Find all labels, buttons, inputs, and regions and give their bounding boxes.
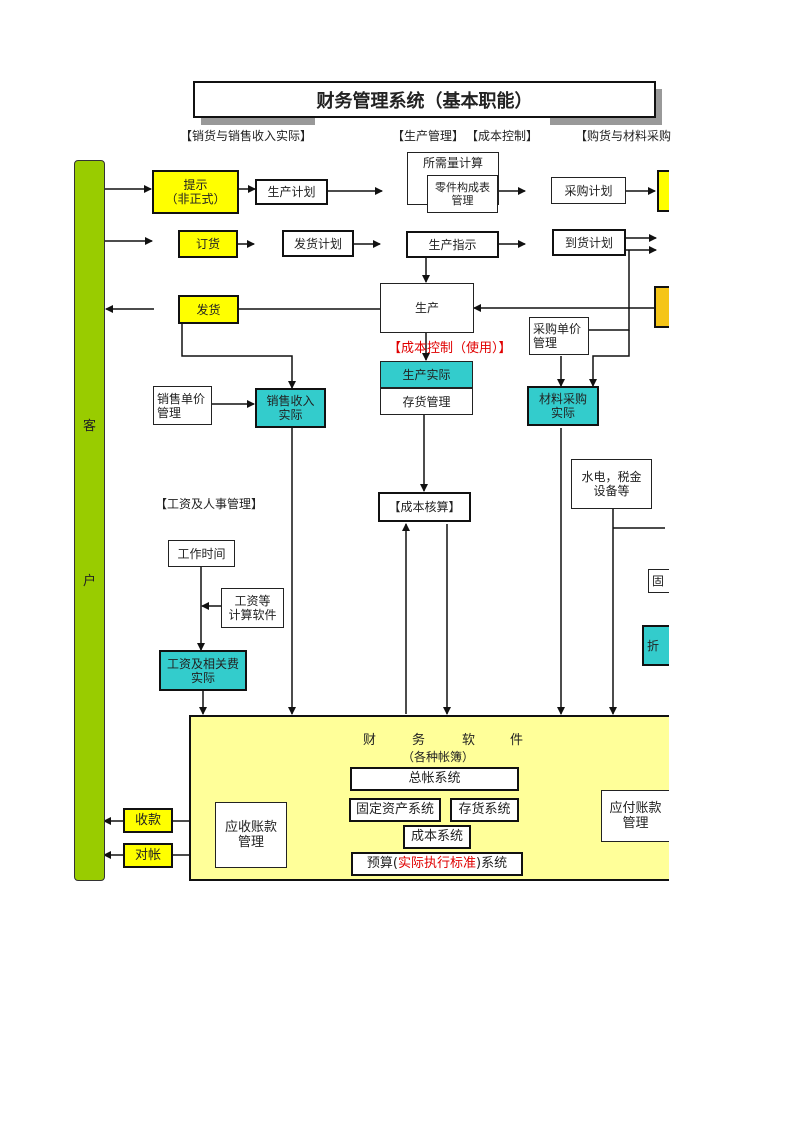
collection-box: 收款 (123, 808, 173, 833)
material-purchase-sublabel: 实际 (550, 406, 575, 420)
right-yellow-box-1 (657, 170, 669, 212)
receivables-sublabel: 管理 (237, 835, 264, 850)
cost-control-use-label: 【成本控制（使用）】 (388, 341, 512, 356)
production-box: 生产 (380, 283, 474, 333)
production-instruction-box: 生产指示 (406, 231, 499, 258)
inventory-mgmt-box: 存货管理 (380, 388, 473, 415)
payroll-actual-label: 工资及相关费 (166, 656, 239, 671)
production-plan-box: 生产计划 (255, 179, 328, 205)
cost-system-box: 成本系统 (403, 825, 471, 849)
work-hours-box: 工作时间 (168, 540, 235, 567)
fixed-assets-box: 固定资产系统 (349, 798, 441, 822)
shipping-plan-box: 发货计划 (282, 230, 354, 257)
purchase-unit-price-label: 采购单价 (533, 322, 582, 336)
right-gold-box (654, 286, 669, 328)
budget-system-box: 预算(实际执行标准)系统 (351, 852, 523, 876)
page-title: 财务管理系统（基本职能） (193, 81, 656, 118)
budget-suffix: )系统 (476, 856, 508, 871)
section-payroll: 【工资及人事管理】 (155, 497, 264, 511)
payroll-software-label: 工资等 (234, 594, 271, 608)
utilities-box: 水电，税金 设备等 (571, 459, 652, 509)
sales-unit-price-label: 销售单价 (157, 391, 206, 406)
payables-box: 应付账款 管理 (601, 790, 669, 842)
hint-sublabel: （非正式） (165, 192, 226, 206)
purchase-unit-price-sublabel: 管理 (533, 336, 558, 350)
payroll-actual-box: 工资及相关费 实际 (159, 650, 247, 691)
section-purchasing: 【购货与材料采购 (575, 129, 672, 143)
material-purchase-label: 材料采购 (538, 392, 587, 406)
payables-sublabel: 管理 (622, 816, 649, 831)
sales-revenue-label: 销售收入 (266, 394, 315, 408)
hint-label: 提示 (183, 178, 208, 192)
budget-prefix: 预算( (366, 856, 398, 871)
sales-unit-price-box: 销售单价 管理 (153, 386, 212, 425)
reconcile-box: 对帐 (123, 843, 173, 868)
finance-subheading: （各种帐簿） (402, 750, 475, 764)
required-qty-label: 所需量计算 (422, 156, 483, 170)
utilities-label: 水电，税金 (581, 470, 642, 484)
inventory-system-box: 存货系统 (450, 798, 519, 822)
cost-accounting-box: 【成本核算】 (378, 492, 471, 522)
finance-heading-3: 软 (462, 733, 476, 748)
bom-box: 零件构成表 管理 (427, 175, 498, 213)
purchase-plan-box: 采购计划 (551, 177, 626, 204)
order-box: 订货 (178, 230, 238, 258)
hint-box: 提示 （非正式） (152, 170, 239, 214)
customer-label-bottom: 户 (83, 574, 97, 589)
title-shadow-right (550, 118, 662, 125)
right-partial-box-2: 折 (642, 625, 669, 666)
utilities-sublabel: 设备等 (593, 484, 630, 498)
budget-red-text: 实际执行标准 (397, 856, 476, 871)
receivables-label: 应收账款 (224, 820, 277, 835)
section-cost-control: 【成本控制】 (466, 129, 539, 143)
receivables-box: 应收账款 管理 (215, 802, 287, 868)
arrival-plan-box: 到货计划 (552, 229, 626, 256)
shipment-box: 发货 (178, 295, 239, 324)
production-actual-box: 生产实际 (380, 361, 473, 388)
sales-unit-price-sublabel: 管理 (157, 405, 182, 420)
section-sales: 【销货与销售收入实际】 (180, 129, 313, 143)
customer-label-top: 客 (83, 419, 97, 434)
finance-heading-2: 务 (412, 733, 426, 748)
customer-bar (74, 160, 105, 881)
payables-label: 应付账款 (609, 801, 662, 816)
bom-sublabel: 管理 (451, 194, 474, 207)
purchase-unit-price-box: 采购单价 管理 (529, 317, 589, 355)
payroll-software-box: 工资等 计算软件 (221, 588, 284, 628)
payroll-software-sublabel: 计算软件 (228, 608, 277, 622)
material-purchase-box: 材料采购 实际 (527, 386, 599, 426)
finance-heading-4: 件 (510, 733, 524, 748)
sales-revenue-box: 销售收入 实际 (255, 388, 326, 428)
sales-revenue-sublabel: 实际 (278, 408, 303, 422)
section-production: 【生产管理】 (392, 129, 465, 143)
title-shadow (201, 118, 315, 125)
title-shadow-side (656, 89, 662, 125)
general-ledger-box: 总帐系统 (350, 767, 519, 791)
finance-heading-1: 财 (363, 733, 377, 748)
payroll-actual-sublabel: 实际 (190, 670, 215, 685)
bom-label: 零件构成表 (435, 181, 490, 194)
right-partial-box-1: 固 (648, 569, 669, 593)
